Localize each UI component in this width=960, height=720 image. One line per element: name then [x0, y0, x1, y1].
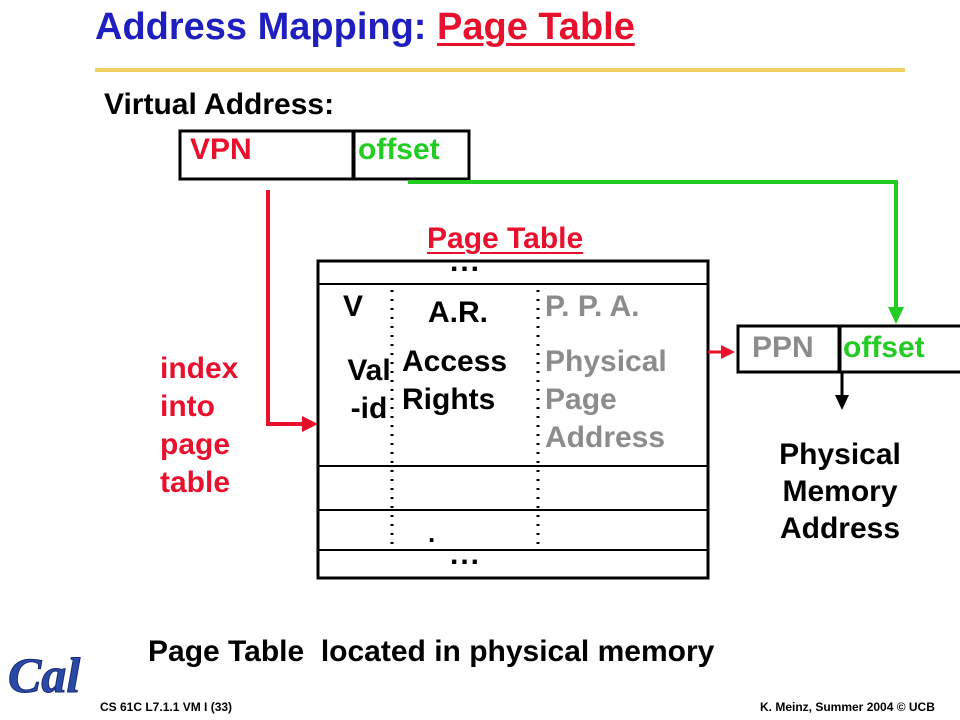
- footer-credit: K. Meinz, Summer 2004 © UCB: [760, 700, 935, 714]
- index-arrow: [266, 190, 305, 426]
- slide-title: Address Mapping: Page Table: [95, 6, 635, 49]
- ppa-arrowhead: [721, 345, 735, 359]
- index-into-page-table-text: index into page table: [160, 350, 238, 502]
- cal-logo: Cal: [8, 647, 81, 704]
- page-table-title: Page Table: [427, 222, 584, 255]
- vpn-label: VPN: [190, 133, 252, 166]
- offset-arrow: [408, 180, 898, 310]
- pt-dots-top: ...: [450, 245, 482, 278]
- col-header-ppa: P. P. A.: [545, 290, 640, 323]
- index-line: index: [160, 352, 239, 385]
- ppa-line: Page: [545, 383, 617, 416]
- access-line: Rights: [402, 383, 496, 416]
- ppn-label: PPN: [752, 331, 814, 364]
- pma-line: Memory: [782, 475, 898, 508]
- valid-line: -id: [350, 392, 388, 425]
- footer-caption: Page Table located in physical memory: [148, 635, 715, 668]
- access-line: Access: [402, 345, 508, 378]
- pt-dots-bottom: ...: [450, 538, 482, 571]
- pma-line: Address: [779, 512, 901, 545]
- cal-logo-text: Cal: [8, 647, 80, 703]
- title-divider: [95, 68, 905, 72]
- page-table-box: [316, 259, 710, 580]
- virtual-address-label: Virtual Address:: [104, 88, 335, 121]
- ppa-line: Physical: [545, 345, 667, 378]
- index-line: page: [160, 428, 231, 461]
- physical-page-address-text: Physical Page Address: [545, 343, 667, 457]
- index-line: table: [160, 466, 231, 499]
- col-header-ar: A.R.: [428, 296, 488, 329]
- pa-offset-box: [838, 324, 960, 374]
- pt-dot-single: .: [428, 518, 438, 548]
- pma-line: Physical: [779, 438, 901, 471]
- valid-text: Val -id: [338, 352, 400, 428]
- va-offset-label: offset: [358, 133, 440, 166]
- index-line: into: [160, 390, 215, 423]
- footer-course-info: CS 61C L7.1.1 VM I (33): [100, 700, 233, 714]
- physical-memory-address-label: Physical Memory Address: [740, 436, 940, 547]
- offset-arrowhead: [888, 307, 904, 324]
- index-arrowhead: [302, 416, 318, 432]
- va-offset-box: [352, 129, 471, 181]
- title-highlight: Page Table: [437, 6, 635, 48]
- ppa-line: Address: [545, 421, 666, 454]
- title-text: Address Mapping:: [95, 6, 438, 48]
- col-header-v: V: [343, 290, 364, 323]
- pa-offset-label: offset: [843, 331, 925, 364]
- valid-line: Val: [347, 354, 391, 387]
- access-rights-text: Access Rights: [402, 343, 507, 419]
- pma-arrowhead: [835, 395, 849, 410]
